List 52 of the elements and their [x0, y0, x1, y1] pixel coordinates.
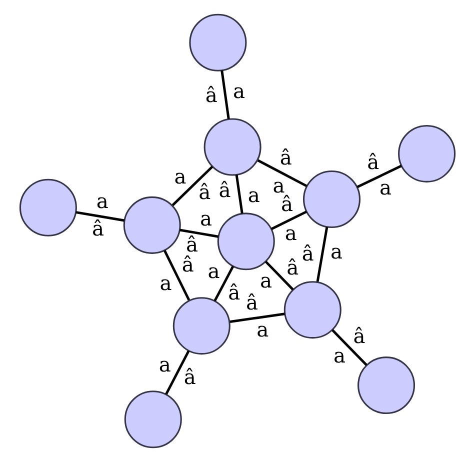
edge-label: a	[260, 268, 272, 292]
connector	[75, 211, 124, 222]
edge-label: â	[366, 150, 379, 174]
node-circle	[18, 178, 76, 236]
connector	[213, 266, 234, 302]
edge-label: â	[204, 83, 217, 108]
edge-label: a	[174, 164, 186, 189]
edge-label: a	[96, 188, 108, 213]
edge-label: â	[279, 146, 292, 170]
edge-label: â	[181, 252, 194, 276]
edge-label: a	[232, 78, 245, 103]
connector	[270, 210, 307, 230]
connector	[316, 226, 328, 282]
edge-label: a	[247, 183, 260, 208]
node-circle	[122, 196, 180, 254]
edge-label: a	[158, 352, 170, 377]
node-circle	[302, 170, 360, 228]
edge-label: â	[228, 280, 240, 305]
edge-label: a	[159, 270, 172, 295]
connector	[179, 228, 218, 238]
connector	[164, 350, 190, 395]
connector	[356, 164, 402, 188]
connector	[163, 250, 190, 301]
node-circle	[172, 297, 230, 355]
edge-label: a	[207, 259, 220, 284]
connector	[234, 174, 243, 214]
node-circle	[357, 356, 415, 414]
edge-label: a	[330, 240, 342, 264]
connector	[229, 312, 284, 323]
connector	[330, 329, 367, 366]
edge-label: a	[256, 317, 268, 342]
edge-label: a	[200, 206, 212, 231]
edge-label: â	[352, 324, 365, 348]
edge-label: â	[246, 290, 258, 315]
connector	[264, 260, 294, 290]
node-circle	[203, 118, 261, 176]
connector	[220, 70, 230, 120]
edge-label: â	[92, 216, 104, 241]
edge-label: â	[198, 180, 210, 204]
connector	[256, 159, 307, 188]
connector	[171, 166, 213, 206]
edge-label: â	[286, 255, 298, 280]
edge-label: â	[183, 365, 196, 390]
edge-label: a	[333, 344, 346, 368]
node-circle	[398, 124, 456, 182]
edge-label: â	[218, 178, 230, 202]
edge-label: a	[284, 221, 296, 246]
edge-label: â	[301, 242, 314, 266]
node-circle	[188, 14, 246, 72]
edge-label: a	[378, 175, 392, 200]
node-circle	[283, 281, 341, 339]
node-circle	[124, 390, 182, 448]
